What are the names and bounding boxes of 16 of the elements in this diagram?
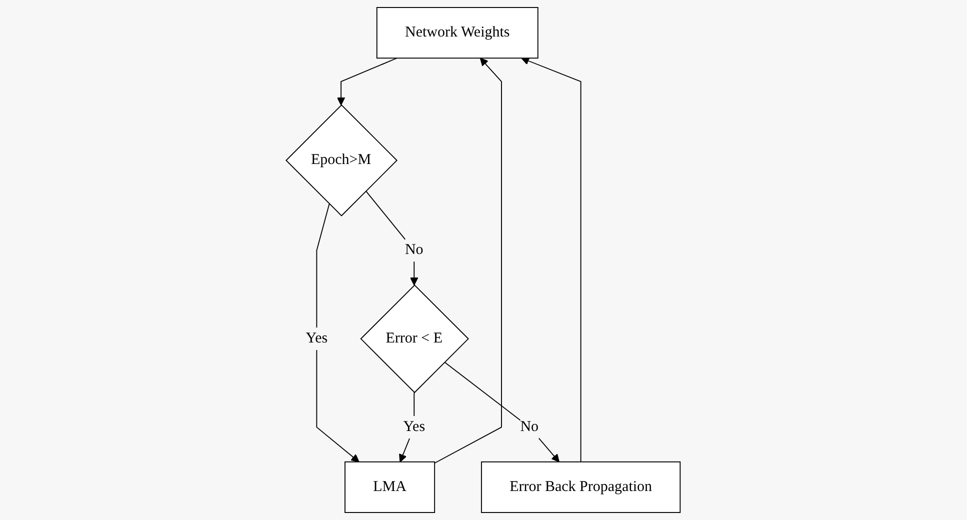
arrow bbox=[444, 362, 560, 462]
node-box: LMA bbox=[344, 461, 436, 513]
arrow bbox=[366, 190, 419, 286]
node-box: Error Back Propagation bbox=[481, 461, 681, 513]
edge-label: No bbox=[520, 418, 539, 435]
arrow bbox=[337, 58, 398, 106]
arrow bbox=[316, 203, 360, 462]
node-box: Network Weights bbox=[376, 7, 539, 59]
arrow bbox=[399, 392, 415, 462]
node-diamond: Epoch>M bbox=[286, 104, 398, 216]
edge-label: Yes bbox=[404, 418, 426, 435]
node-diamond: Error < E bbox=[360, 284, 470, 394]
arrow bbox=[521, 57, 582, 462]
edge-label: No bbox=[405, 242, 424, 258]
arrow bbox=[434, 58, 502, 464]
edge-label: Yes bbox=[306, 330, 328, 346]
